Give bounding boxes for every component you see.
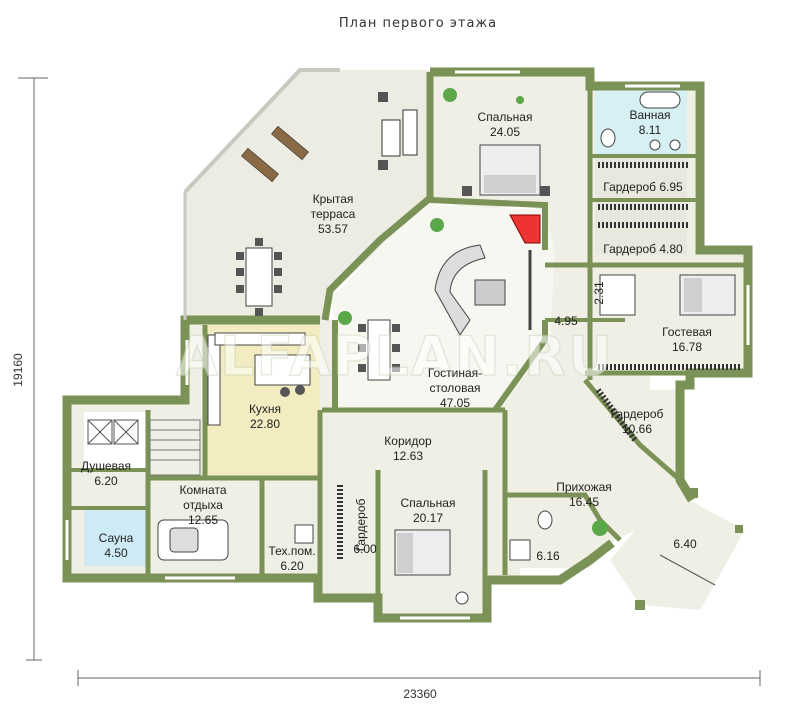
room-wardrobe-4-name: Гардероб [354,498,368,551]
room-wardrobe-4-area: 6.00 [353,542,377,556]
room-wardrobe-3-area: 10.66 [622,422,652,436]
room-entrance-area: 16.45 [569,495,599,509]
room-wardrobe-1: Гардероб 6.95 [603,180,683,194]
shower-icon [87,419,139,445]
room-corridor-name: Коридор [384,434,432,448]
room-rest-name-1: Комната [180,483,227,497]
terrace-table [245,247,273,307]
furniture [87,88,740,605]
room-hall-small-area: 4.95 [554,314,578,328]
room-bedroom-top-area: 24.05 [490,125,520,139]
porch-railing [635,488,743,610]
stairs [149,419,201,476]
fireplace-icon [509,214,541,244]
dimension-lines [18,77,761,686]
room-guest-area: 16.78 [672,340,702,354]
room-wc-area: 6.16 [536,549,560,563]
room-shower-area: 6.20 [94,474,118,488]
room-guest-name: Гостевая [662,325,712,339]
room-rest-name-2: отдыха [183,498,223,512]
room-shower-name: Душевая [81,459,131,473]
room-sauna-area: 4.50 [104,546,128,560]
room-bathroom-area: 8.11 [639,123,662,137]
room-living-area: 47.05 [440,396,470,410]
room-labels: Спальная 24.05 Ванная 8.11 Гардероб 6.95… [81,108,712,573]
porch-arrow [659,554,716,586]
room-entrance-name: Прихожая [556,480,612,494]
width-dimension: 23360 [403,687,437,701]
room-kitchen-name: Кухня [249,402,281,416]
room-kitchen-area: 22.80 [250,417,280,431]
room-bedroom-bottom-area: 20.17 [413,511,443,525]
room-bedroom-top-name: Спальная [478,110,533,124]
toilet-icon [600,128,616,148]
room-corridor-area: 12.63 [393,449,423,463]
room-bedroom-bottom-name: Спальная [401,496,456,510]
room-wardrobe-3-name: Гардероб [611,407,664,421]
room-sauna-name: Сауна [99,531,134,545]
room-terrace-name-1: Крытая [313,192,354,206]
bathtub-icon [639,91,681,109]
height-dimension: 19160 [11,353,25,387]
wardrobe-racks [337,162,740,560]
room-small-231-area: 2.31 [592,281,606,305]
plan-title: План первого этажа [339,16,497,31]
room-terrace-area: 53.57 [318,222,348,236]
dining-table [367,319,391,381]
room-tech-name: Тех.пом. [268,544,315,558]
sun-lounger-icon [241,125,309,183]
plant-icon [338,88,608,536]
room-rest-area: 12.65 [188,513,218,527]
watermark: ALFAPLAN.RU [176,325,614,388]
sofa-icon [434,244,486,336]
room-living-name-2: столовая [430,381,481,395]
walls [62,67,753,623]
room-tech-area: 6.20 [280,559,304,573]
windows [65,70,750,620]
room-wardrobe-2: Гардероб 4.80 [603,242,683,256]
room-terrace-name-2: терраса [311,207,356,221]
room-porch-area: 6.40 [673,537,697,551]
room-bathroom-name: Ванная [629,108,670,122]
kitchen-island [254,354,311,386]
room-living-name-1: Гостиная- [428,366,482,380]
